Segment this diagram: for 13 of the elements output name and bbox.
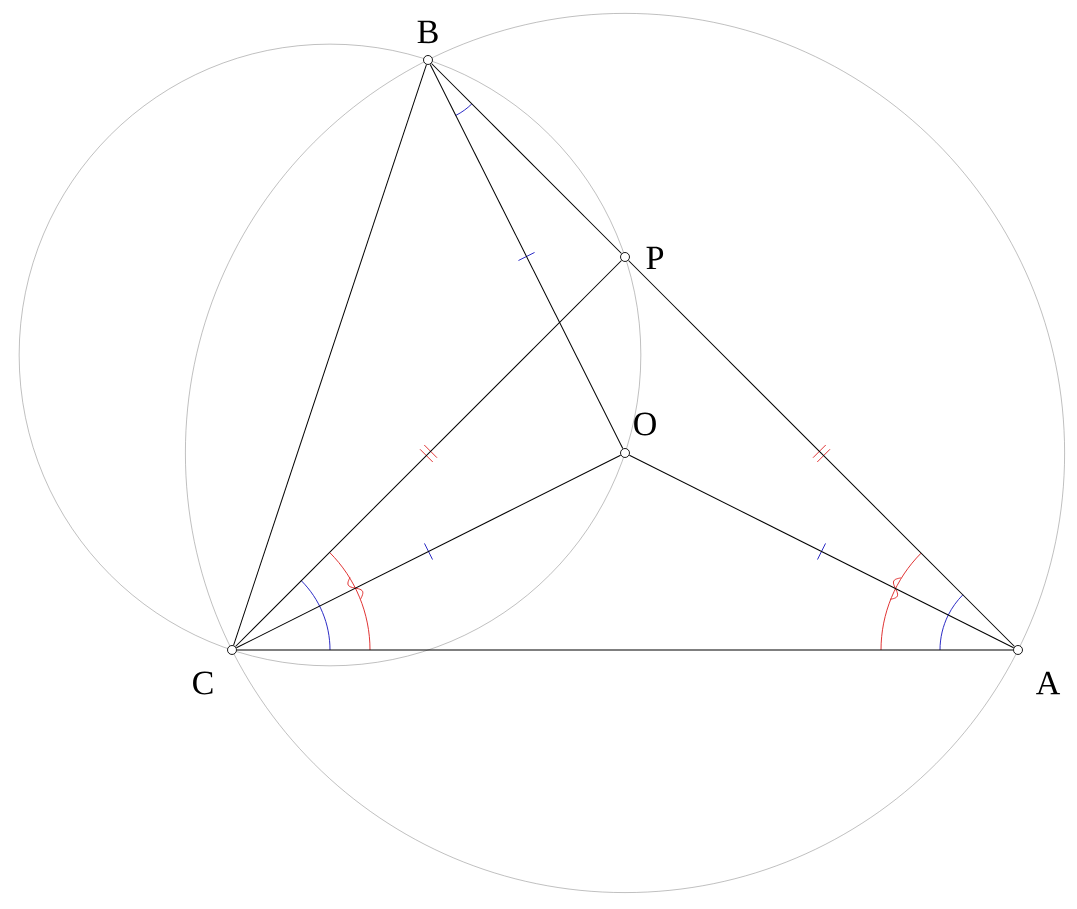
point-label: B [417, 20, 438, 44]
line-segment [236, 649, 1014, 651]
line-segment [235, 454, 622, 649]
point-label: P [646, 246, 664, 270]
line-segment [628, 260, 1015, 647]
point-label: O [634, 412, 656, 436]
point-label: A [1036, 671, 1061, 695]
line-segment [235, 260, 622, 647]
line-segment [233, 64, 427, 646]
line-segment [431, 63, 622, 254]
point-label: C [193, 671, 213, 695]
line-segment [429, 63, 624, 450]
line-segment [628, 454, 1015, 649]
